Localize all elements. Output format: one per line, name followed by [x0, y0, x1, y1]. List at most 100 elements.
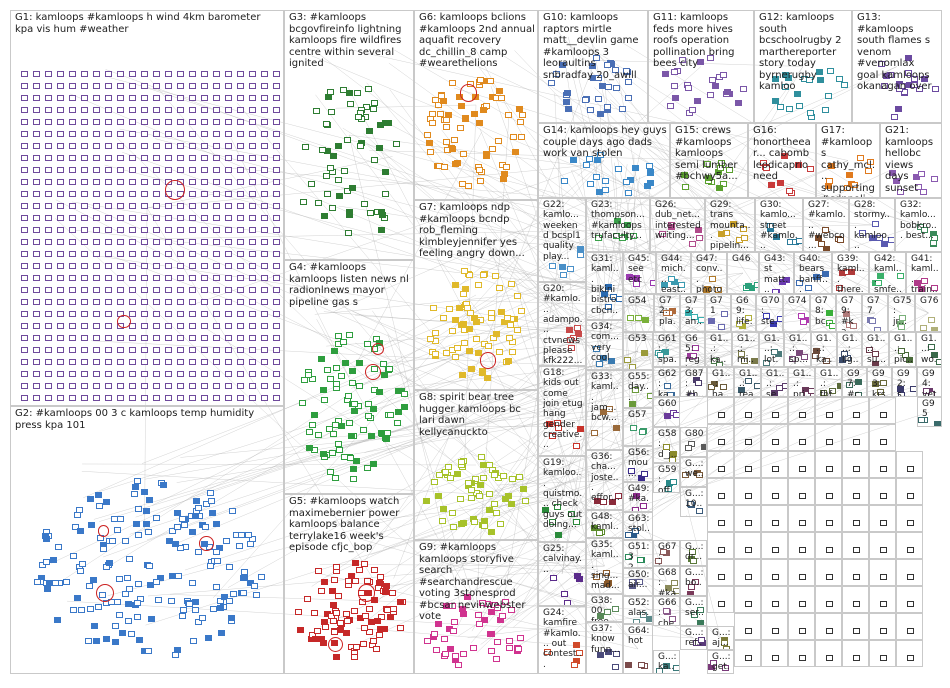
group-box-small[interactable]: [761, 559, 788, 586]
group-box-g69[interactable]: G69: life...: [731, 294, 756, 332]
group-box-g71[interactable]: G71: [705, 294, 731, 332]
group-box-small[interactable]: [842, 451, 869, 478]
group-box-small[interactable]: [788, 397, 815, 424]
group-box-small[interactable]: [734, 424, 761, 451]
group-box-g6[interactable]: G6: kamloops bclions #kamloops 2nd annua…: [414, 10, 538, 200]
group-box-small[interactable]: [788, 424, 815, 451]
group-box-small[interactable]: [815, 451, 842, 478]
group-box-g74[interactable]: G74: [783, 294, 810, 332]
group-box-g1x4[interactable]: G1...: sp...: [784, 332, 811, 367]
group-box-g80[interactable]: G80: [680, 427, 707, 457]
group-box-g27[interactable]: G27: #kamlo... #webco... #comic...: [803, 198, 849, 252]
group-box-g1x2[interactable]: G1...: mi...: [732, 332, 759, 367]
group-box-small[interactable]: [869, 559, 896, 586]
group-box-small[interactable]: [842, 505, 869, 532]
group-box-small[interactable]: [707, 559, 734, 586]
group-box-g1[interactable]: G1: kamloops #kamloops h wind 4km barome…: [10, 10, 284, 406]
group-box-small[interactable]: [734, 478, 761, 505]
group-box-small[interactable]: [761, 532, 788, 559]
group-box-g13[interactable]: G13: #kamloops south flames s venom #ven…: [852, 10, 942, 123]
group-box-g26[interactable]: G26: dub_net... interested writing...: [650, 198, 705, 252]
group-box-g58[interactable]: G58: d_j...: [653, 427, 680, 463]
group-box-g38[interactable]: G38: 00 free...: [586, 594, 623, 622]
group-box-small[interactable]: [869, 532, 896, 559]
group-box-g94[interactable]: G94: vet...: [917, 367, 942, 397]
group-box-gm3[interactable]: G...: dr...: [680, 540, 707, 566]
group-box-small[interactable]: [896, 532, 923, 559]
group-box-g49[interactable]: G49: #ka...: [623, 482, 653, 512]
group-box-g20[interactable]: G20: #kamlo... adampo... ctvnews please …: [538, 282, 586, 366]
group-box-small[interactable]: [707, 451, 734, 478]
group-box-small[interactable]: [734, 586, 761, 613]
group-box-g59[interactable]: G59: off...: [653, 463, 680, 493]
group-box-g10[interactable]: G10: kamloops raptors mirtle matt__devli…: [538, 10, 648, 123]
group-box-gm8[interactable]: G...: ka...: [653, 650, 680, 674]
group-box-g22[interactable]: G22: kamlo... weekend bcspl1 quality pla…: [538, 198, 586, 282]
group-box-g14[interactable]: G14: kamloops hey guys couple days ago d…: [538, 123, 670, 198]
group-box-small[interactable]: [842, 640, 869, 667]
group-box-g16[interactable]: G16: honortheear... cabomb leodicaprio n…: [748, 123, 816, 198]
group-box-g79[interactable]: G79: #ka...: [836, 294, 862, 332]
group-box-small[interactable]: [734, 532, 761, 559]
group-box-g55[interactable]: G55: day...: [623, 370, 653, 408]
group-box-small[interactable]: [707, 586, 734, 613]
group-box-g47[interactable]: G47: conv... photo...: [691, 252, 727, 294]
group-box-g72[interactable]: G72: pla...: [654, 294, 680, 332]
group-box-g65[interactable]: G65: regi...: [680, 332, 705, 367]
group-box-small[interactable]: [896, 478, 923, 505]
group-box-small[interactable]: [761, 640, 788, 667]
group-box-g1x13[interactable]: G1...: pri...: [788, 367, 815, 397]
group-box-g67[interactable]: G67: top: [653, 540, 680, 566]
group-box-g21[interactable]: G21: kamloops hellobc views days sunset: [880, 123, 942, 198]
group-box-g60[interactable]: G60: [653, 397, 680, 427]
group-box-small[interactable]: [842, 478, 869, 505]
group-box-small[interactable]: [869, 586, 896, 613]
group-box-small[interactable]: [761, 505, 788, 532]
group-box-g33[interactable]: G33: kaml... jam... bcw...: [586, 370, 623, 450]
group-box-g95[interactable]: G95: [917, 397, 942, 427]
group-box-g97[interactable]: G97: #cd...: [842, 367, 867, 397]
group-box-g66[interactable]: G66: che...: [653, 596, 680, 626]
group-box-small[interactable]: [842, 559, 869, 586]
group-box-gm5[interactable]: G...: ser...: [680, 596, 707, 626]
group-box-g42[interactable]: G42: kaml... smfe...: [869, 252, 906, 294]
group-box-small[interactable]: [734, 613, 761, 640]
group-box-small[interactable]: [734, 640, 761, 667]
group-box-small[interactable]: [815, 397, 842, 424]
group-box-small[interactable]: [761, 451, 788, 478]
group-box-gm4[interactable]: G...: bo...: [680, 566, 707, 596]
group-box-small[interactable]: [896, 586, 923, 613]
group-box-small[interactable]: [842, 424, 869, 451]
group-box-g18[interactable]: G18: kids out come join etug hang gender…: [538, 366, 586, 456]
group-box-g1x11[interactable]: G1...: rea...: [734, 367, 761, 397]
group-box-small[interactable]: [761, 424, 788, 451]
group-box-small[interactable]: [815, 559, 842, 586]
group-box-g25[interactable]: G25: calvinay...: [538, 542, 586, 606]
group-box-small[interactable]: [707, 397, 734, 424]
group-box-gm9[interactable]: G...: get...: [707, 650, 734, 674]
group-box-small[interactable]: [788, 586, 815, 613]
group-box-g54[interactable]: G54: [623, 294, 654, 332]
group-box-small[interactable]: [734, 505, 761, 532]
group-box-small[interactable]: [815, 424, 842, 451]
group-box-small[interactable]: [896, 505, 923, 532]
group-box-g1x7[interactable]: G1...: su...: [862, 332, 889, 367]
group-box-g28[interactable]: G28: stormy... kamloo... ryannor...: [849, 198, 895, 252]
group-box-g9[interactable]: G9: #kamloops kamloops storyfive search …: [414, 540, 538, 674]
group-box-small[interactable]: [815, 613, 842, 640]
group-box-g77[interactable]: G77: [862, 294, 888, 332]
group-box-g17[interactable]: G17: #kamloops cathy_mcl... supporting #…: [816, 123, 880, 198]
group-box-small[interactable]: [734, 397, 761, 424]
group-box-g45[interactable]: G45: see etc: [623, 252, 656, 294]
group-box-small[interactable]: [815, 478, 842, 505]
group-box-g12[interactable]: G12: kamloops south bcschoolrugby 2 mart…: [754, 10, 852, 123]
group-box-g36[interactable]: G36: cha... joste... effor...: [586, 450, 623, 510]
group-box-g56[interactable]: G56: mou...: [623, 446, 653, 482]
group-box-g48[interactable]: G48: kaml...: [586, 510, 623, 538]
group-box-g39[interactable]: G39: kaml... there... smfe...: [832, 252, 869, 294]
group-box-small[interactable]: [896, 451, 923, 478]
group-box-small[interactable]: [896, 640, 923, 667]
group-box-g1x14[interactable]: G1...: fbf...: [815, 367, 842, 397]
group-box-small[interactable]: [842, 613, 869, 640]
group-box-g35[interactable]: G35: kaml... sing... mad...: [586, 538, 623, 594]
